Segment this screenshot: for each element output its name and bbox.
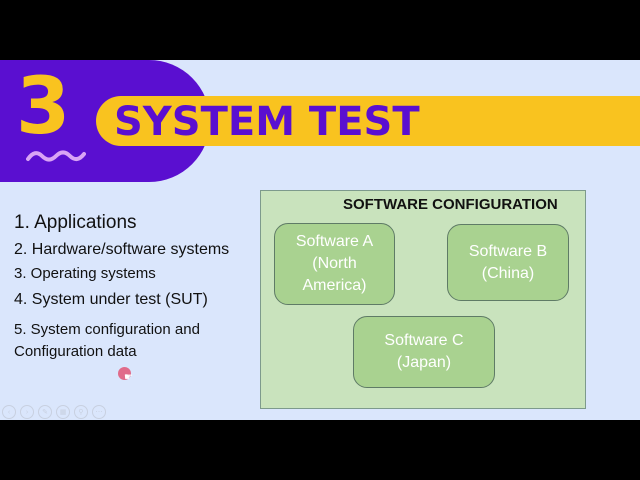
list-item: Configuration data (14, 343, 137, 360)
next-icon[interactable]: › (20, 405, 34, 419)
software-b-box: Software B (China) (447, 224, 569, 301)
presentation-controls: ‹ › ✎ ▦ ⚲ ⋯ (2, 405, 106, 419)
zoom-icon[interactable]: ⚲ (74, 405, 88, 419)
title-banner: SYSTEM TEST (96, 96, 640, 146)
software-region: (North (312, 255, 357, 272)
list-item: 4. System under test (SUT) (14, 291, 208, 308)
software-region: America) (302, 277, 367, 294)
panel-title: SOFTWARE CONFIGURATION (343, 196, 558, 213)
slide: 3 SYSTEM TEST 1. Applications 2. Hardwar… (0, 60, 640, 420)
pen-icon[interactable]: ✎ (38, 405, 52, 419)
software-configuration-panel: SOFTWARE CONFIGURATION Software A (North… (260, 190, 586, 409)
software-a-box: Software A (North America) (274, 223, 395, 305)
grid-icon[interactable]: ▦ (56, 405, 70, 419)
slide-title: SYSTEM TEST (114, 99, 420, 145)
prev-icon[interactable]: ‹ (2, 405, 16, 419)
list-item: 3. Operating systems (14, 265, 156, 282)
laser-pointer-cursor (118, 367, 131, 380)
section-number: 3 (16, 62, 71, 152)
squiggle-decoration-icon (26, 150, 86, 162)
list-item: 5. System configuration and (14, 321, 200, 338)
list-item: 1. Applications (14, 212, 137, 233)
more-icon[interactable]: ⋯ (92, 405, 106, 419)
mouse-pointer-icon: ☛ (124, 372, 133, 383)
software-region: (Japan) (396, 354, 452, 371)
list-item: 2. Hardware/software systems (14, 241, 230, 258)
software-name: Software A (295, 233, 374, 250)
software-c-box: Software C (Japan) (353, 316, 495, 388)
software-region: (China) (481, 264, 535, 282)
software-name: Software B (468, 242, 548, 260)
software-name: Software C (384, 332, 464, 349)
